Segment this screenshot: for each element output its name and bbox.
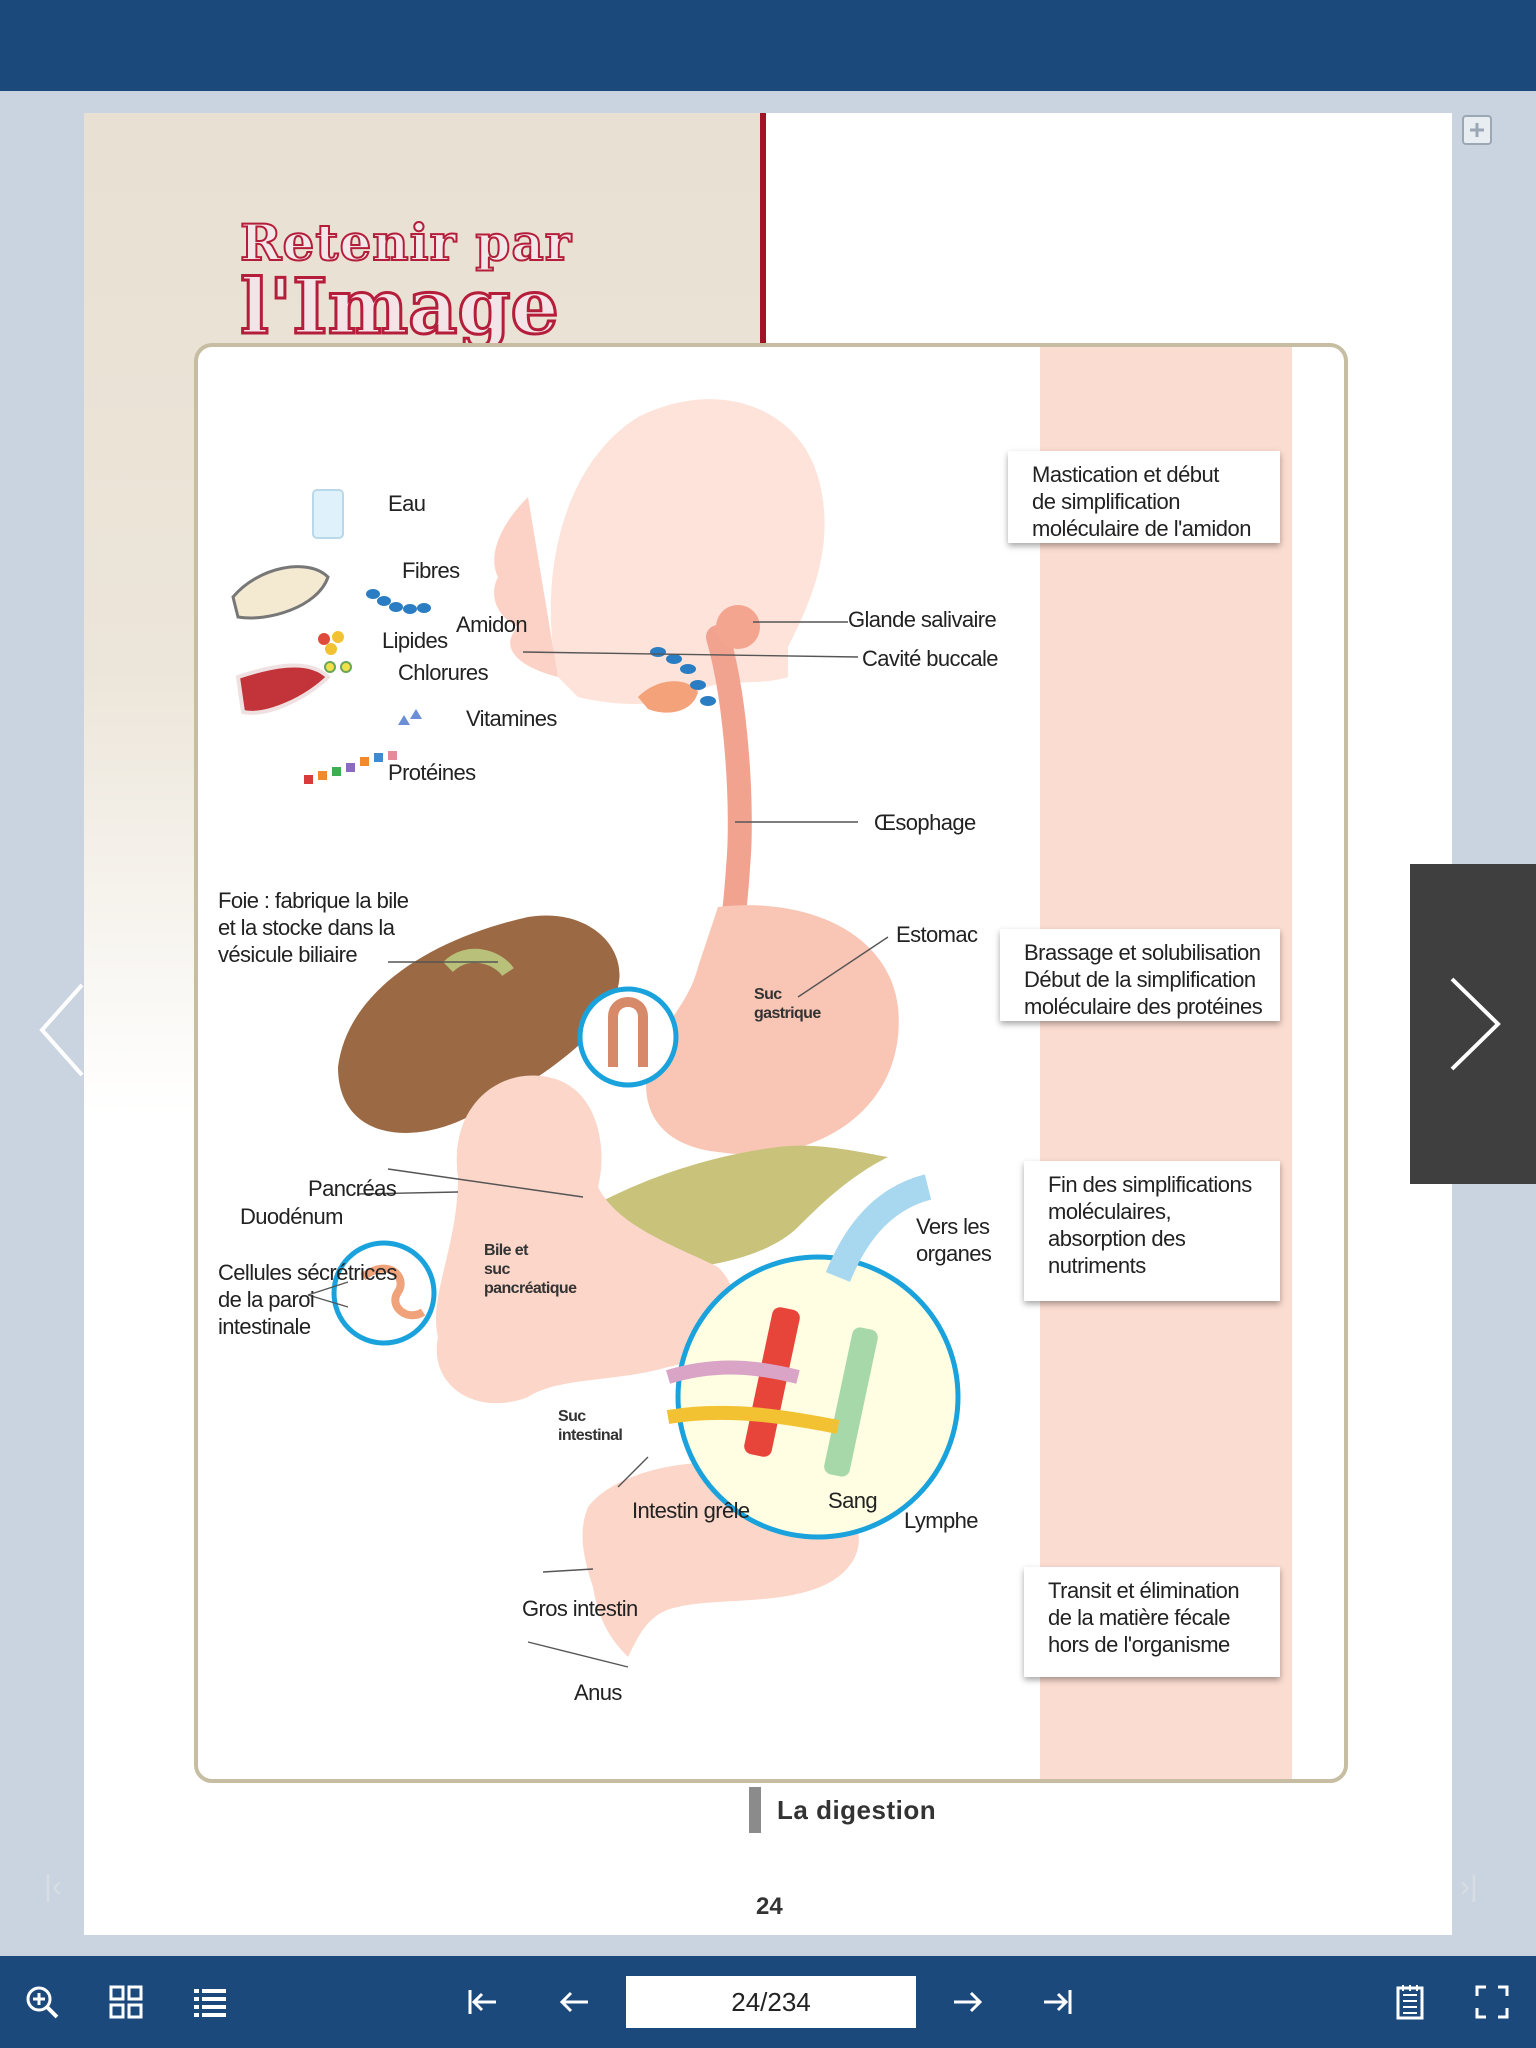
absorption-arrow-pink <box>665 1360 800 1384</box>
stage-strip <box>1040 347 1292 1779</box>
vitamin-triangles <box>398 709 422 725</box>
tongue-shape <box>638 681 698 713</box>
bottom-toolbar: 24/234 <box>0 1956 1536 2048</box>
digestion-figure: Mastication et début de simplification m… <box>194 343 1348 1783</box>
chapter-title: La digestion <box>777 1794 937 1825</box>
stage-box-intestine: Fin des simplifications moléculaires, ab… <box>1024 1161 1280 1301</box>
label-mouth: Cavité buccale <box>862 646 999 671</box>
add-note-icon[interactable] <box>1460 113 1494 147</box>
first-page-icon[interactable] <box>454 1974 510 2030</box>
cells-folds <box>360 1264 426 1320</box>
lipid-molecule <box>318 631 344 655</box>
protein-chain <box>304 751 397 784</box>
page-number: 24 <box>756 1893 783 1920</box>
digestive-system-diagram <box>231 399 961 1668</box>
label-fibres: Fibres <box>402 558 460 583</box>
lymph-vessel <box>824 1327 878 1477</box>
stage-box-mouth: Mastication et début de simplification m… <box>1008 451 1280 543</box>
bread-slices <box>231 565 330 620</box>
water-glass <box>312 489 344 539</box>
label-cells: Cellules sécrétrices de la paroi intesti… <box>218 1260 397 1339</box>
table-of-contents-icon[interactable] <box>182 1974 238 2030</box>
label-blood: Sang <box>828 1488 878 1513</box>
label-small-intestine: Intestin grêle <box>632 1498 750 1523</box>
next-page-icon[interactable] <box>940 1974 996 2030</box>
top-toolbar <box>0 0 1536 91</box>
label-oesophagus: Œsophage <box>874 810 976 835</box>
stage-box-colon: Transit et élimination de la matière féc… <box>1024 1567 1280 1677</box>
first-page-ghost-icon: |‹ <box>44 1870 62 1903</box>
label-amidon: Amidon <box>456 612 528 637</box>
label-large-intestine: Gros intestin <box>522 1596 638 1621</box>
label-eau: Eau <box>388 491 426 516</box>
villus-shape <box>608 997 648 1067</box>
label-lymph: Lymphe <box>904 1508 978 1533</box>
thumbnails-grid-icon[interactable] <box>98 1974 154 2030</box>
label-intestinal-juice: Suc intestinal <box>558 1408 623 1444</box>
small-intestine-shape <box>435 1075 735 1404</box>
title-line-2: l'Image <box>239 262 561 351</box>
next-page-button[interactable] <box>1410 864 1536 1184</box>
header-rule <box>760 113 766 343</box>
mouth-starch-chain <box>650 647 716 706</box>
zoom-in-icon[interactable] <box>14 1974 70 2030</box>
label-pancreas: Pancréas <box>308 1176 397 1201</box>
title-line-1: Retenir par <box>239 213 573 272</box>
next-page-chevron-icon <box>1450 977 1501 1071</box>
to-organs-arrow <box>825 1174 932 1282</box>
label-stomach: Estomac <box>896 922 978 947</box>
label-gastric-juice: Suc gastrique <box>754 986 821 1022</box>
label-liver: Foie : fabrique la bile et la stocke dan… <box>218 888 409 967</box>
label-anus: Anus <box>574 1680 622 1705</box>
chapter-marker <box>749 1787 761 1833</box>
book-page: Retenir par l'Image <box>84 113 1452 1935</box>
page-number-field[interactable]: 24/234 <box>626 1976 916 2028</box>
label-duodenum: Duodénum <box>240 1204 343 1229</box>
label-proteines: Protéines <box>388 760 476 785</box>
page-title: Retenir par l'Image <box>239 213 640 351</box>
meat-steak <box>235 663 331 715</box>
face-profile <box>494 497 558 677</box>
absorption-arrow-yellow <box>666 1405 840 1434</box>
stage-box-stomach: Brassage et solubilisation Début de la s… <box>1000 929 1280 1021</box>
label-lipides: Lipides <box>382 628 448 653</box>
label-to-organs: Vers les organes <box>916 1214 992 1266</box>
previous-page-chevron-icon[interactable] <box>30 955 94 1105</box>
leader-lines <box>307 621 889 1668</box>
last-page-icon[interactable] <box>1030 1974 1086 2030</box>
chloride-dots <box>324 661 352 673</box>
starch-chain <box>366 589 431 614</box>
label-bile-pancreatic-juice: Bile et suc pancréatique <box>484 1242 577 1297</box>
head-silhouette <box>550 399 825 704</box>
fullscreen-icon[interactable] <box>1464 1974 1520 2030</box>
absorption-zoom-circle <box>675 1254 961 1540</box>
villus-zoom-circle <box>577 986 679 1088</box>
label-chlorures: Chlorures <box>398 660 489 685</box>
liver-shape <box>338 915 620 1133</box>
label-vitamines: Vitamines <box>466 706 557 731</box>
last-page-ghost-icon: ›| <box>1460 1870 1478 1903</box>
notes-icon[interactable] <box>1382 1974 1438 2030</box>
chapter-tab: La digestion <box>749 1783 936 1837</box>
label-salivary-gland: Glande salivaire <box>848 607 997 632</box>
salivary-gland-shape <box>716 605 760 649</box>
stomach-shape <box>646 905 899 1155</box>
previous-page-icon[interactable] <box>546 1974 602 2030</box>
